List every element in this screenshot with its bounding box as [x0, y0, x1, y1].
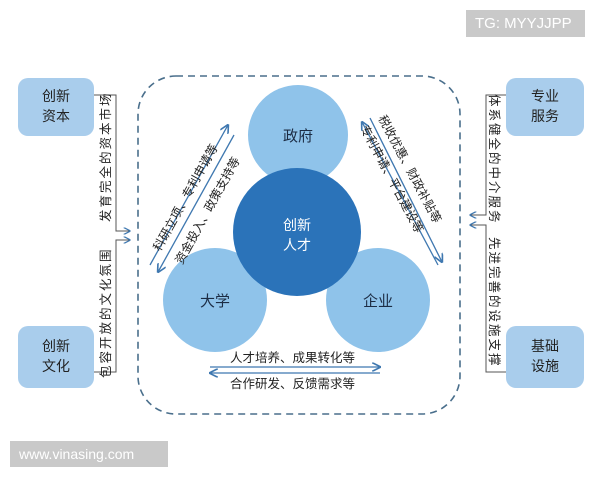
box-culture-label: 创新文化: [42, 339, 70, 375]
box-capital-label: 创新资本: [42, 89, 70, 125]
box-infra: [506, 326, 584, 388]
circle-government: [248, 85, 348, 185]
label-service: 体系健全的中介服务: [487, 94, 502, 225]
univ-label: 大学: [200, 292, 230, 310]
box-service-label: 专业服务: [531, 89, 559, 125]
ent-label: 企业: [363, 292, 393, 310]
circle-enterprise: [326, 248, 430, 352]
talent-label-1: 创新: [283, 218, 311, 234]
circle-talent: [233, 168, 361, 296]
watermark-top: TG: MYYJJPP: [466, 10, 585, 37]
flow-ent-to-univ: 合作研发、反馈需求等: [230, 376, 355, 391]
label-capital-market: 发育完全的资本市场: [98, 91, 113, 222]
talent-label-2: 人才: [283, 238, 311, 254]
box-capital: [18, 78, 94, 136]
flow-univ-to-ent: 人才培养、成果转化等: [230, 350, 355, 365]
label-infra: 先进完善的设施支撑: [487, 237, 502, 368]
label-culture: 包容开放的文化氛围: [98, 247, 113, 378]
gov-label: 政府: [283, 127, 313, 145]
box-service: [506, 78, 584, 136]
box-infra-label: 基础设施: [531, 339, 559, 375]
box-culture: [18, 326, 94, 388]
circle-university: [163, 248, 267, 352]
ecosystem-frame: [137, 75, 461, 415]
watermark-bottom: www.vinasing.com: [10, 441, 168, 467]
